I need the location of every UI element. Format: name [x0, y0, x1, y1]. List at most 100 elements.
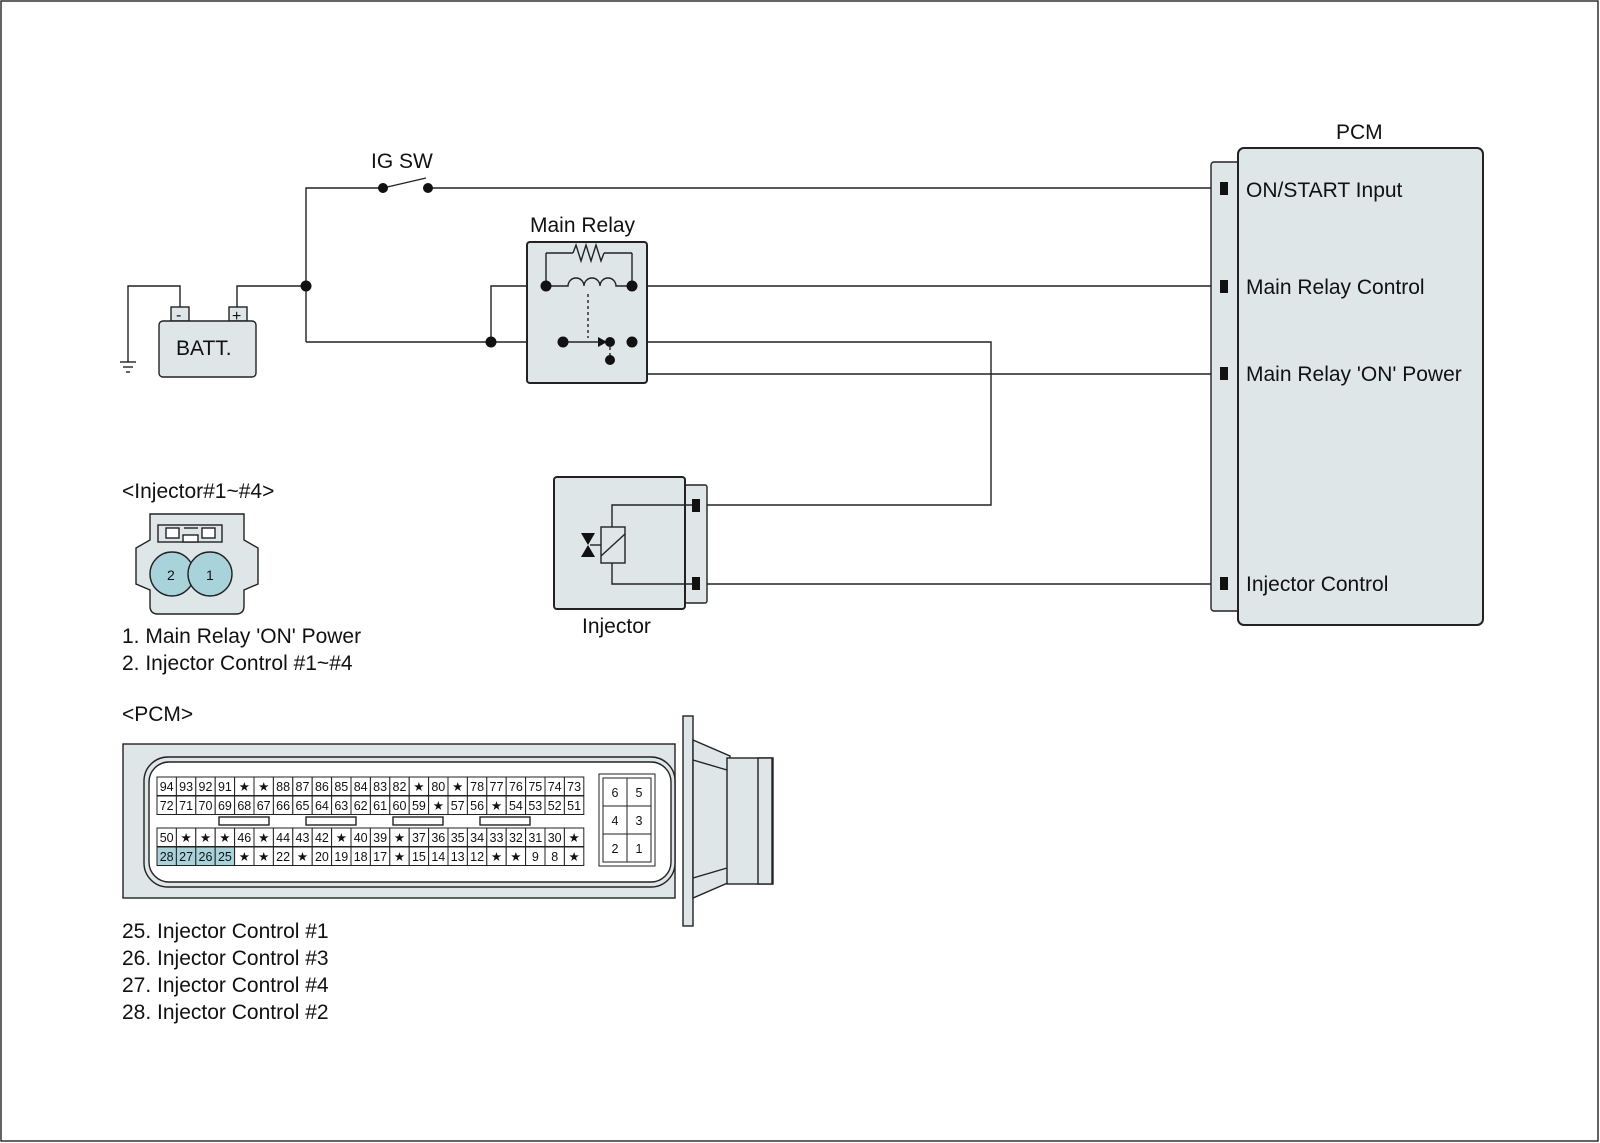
injector-pin-2-label: 2: [167, 567, 175, 583]
pcm-pin-label: 46: [237, 831, 251, 845]
pcm-pin-label: 75: [528, 780, 542, 794]
injector-connector-title: <Injector#1~#4>: [122, 480, 274, 503]
injector-pin-1-label: 1: [206, 567, 214, 583]
pcm-pin-label: ★: [239, 780, 250, 794]
pcm-module: PCM ON/START Input Main Relay Control Ma…: [1210, 121, 1484, 626]
pcm-pin-label: ★: [433, 799, 444, 813]
pcm-pin-label: ★: [336, 831, 347, 845]
pcm-legend-27: 27. Injector Control #4: [122, 974, 329, 997]
pcm-terminal-on-start-input: ON/START Input: [1246, 179, 1403, 202]
pcm-pin-label: ★: [510, 850, 521, 864]
pcm-pin-label: ★: [258, 850, 269, 864]
pcm-pin-label: 86: [315, 780, 329, 794]
pcm-pin-label: 54: [509, 799, 523, 813]
pcm-pin-label: 35: [451, 831, 465, 845]
main-relay-label: Main Relay: [530, 214, 636, 237]
injector-label: Injector: [582, 615, 651, 638]
pcm-pin-label: 18: [354, 850, 368, 864]
injector-legend-1: 1. Main Relay 'ON' Power: [122, 625, 361, 648]
pcm-aux-pin-cell: [626, 777, 652, 807]
pcm-pin-label: 63: [334, 799, 348, 813]
pcm-legend-25: 25. Injector Control #1: [122, 920, 329, 943]
injector-pin-1: [187, 551, 233, 597]
pcm-pin-label: 82: [393, 780, 407, 794]
ig-switch-label: IG SW: [371, 150, 433, 173]
pcm-pin-label: 85: [334, 780, 348, 794]
pcm-pin-label: 20: [315, 850, 329, 864]
pcm-pin-label: ★: [568, 850, 579, 864]
pcm-pin-label: 36: [431, 831, 445, 845]
pcm-pin-label: 77: [490, 780, 504, 794]
main-relay: Main Relay: [526, 214, 648, 384]
pcm-pin-label: 72: [160, 799, 174, 813]
pcm-aux-pin-label: 2: [612, 842, 619, 856]
pcm-pin-label: 26: [199, 850, 213, 864]
pcm-pin-label: 93: [179, 780, 193, 794]
pcm-pin-label: ★: [452, 780, 463, 794]
pcm-pin-label: ★: [239, 850, 250, 864]
pcm-pin-label: 19: [334, 850, 348, 864]
pcm-pin-label: 53: [528, 799, 542, 813]
pcm-pin-label: ★: [394, 850, 405, 864]
pcm-pin-cell: [563, 795, 585, 815]
pcm-pin-label: 67: [257, 799, 271, 813]
battery: - + BATT.: [158, 306, 257, 378]
pcm-pin-label: 9: [532, 850, 539, 864]
pcm-pin-label: 8: [551, 850, 558, 864]
pcm-pin-label: 51: [567, 799, 581, 813]
pcm-aux-pin-label: 6: [612, 786, 619, 800]
pcm-pin-label: 34: [470, 831, 484, 845]
pcm-aux-pin-cell: [602, 833, 628, 863]
pcm-pin-label: 52: [548, 799, 562, 813]
pcm-pin-label: 22: [276, 850, 290, 864]
pcm-aux-pin-cell: [602, 777, 628, 807]
pcm-pin-label: ★: [180, 831, 191, 845]
pcm-pin-label: 43: [296, 831, 310, 845]
pcm-pin-label: 32: [509, 831, 523, 845]
pcm-pin-cell: [563, 846, 585, 866]
pcm-pin-label: 44: [276, 831, 290, 845]
pcm-pin-label: ★: [413, 780, 424, 794]
pcm-pin-label: 33: [490, 831, 504, 845]
pcm-pin-label: 73: [567, 780, 581, 794]
pcm-pin-label: ★: [568, 831, 579, 845]
pcm-connector-title: <PCM>: [122, 703, 193, 726]
pcm-pin-label: 28: [160, 850, 174, 864]
pcm-pin-label: 84: [354, 780, 368, 794]
pcm-pin-label: 71: [179, 799, 193, 813]
pcm-pin-label: ★: [394, 831, 405, 845]
pcm-pin-label: ★: [200, 831, 211, 845]
pcm-pin-label: ★: [258, 831, 269, 845]
pcm-pin-label: 87: [296, 780, 310, 794]
injector-connector-view: <Injector#1~#4> 2 1 1. Main Relay 'ON' P…: [122, 480, 361, 675]
pcm-pin-label: 70: [199, 799, 213, 813]
injector: Injector: [553, 476, 708, 638]
pcm-pin-label: ★: [491, 799, 502, 813]
pcm-pin-label: 15: [412, 850, 426, 864]
pcm-pin-label: 74: [548, 780, 562, 794]
pcm-pin-label: 39: [373, 831, 387, 845]
pcm-pin-label: 12: [470, 850, 484, 864]
pcm-pin-label: 69: [218, 799, 232, 813]
pcm-pin-label: 13: [451, 850, 465, 864]
pcm-pin-label: 80: [431, 780, 445, 794]
injector-legend-2: 2. Injector Control #1~#4: [122, 652, 353, 675]
pcm-legend-26: 26. Injector Control #3: [122, 947, 329, 970]
pcm-pin-label: 59: [412, 799, 426, 813]
pcm-pin-label: 68: [237, 799, 251, 813]
pcm-pin-label: 25: [218, 850, 232, 864]
battery-label: BATT.: [176, 337, 232, 360]
pcm-pin-label: 37: [412, 831, 426, 845]
pcm-aux-pin-label: 3: [636, 814, 643, 828]
pcm-pin-label: 91: [218, 780, 232, 794]
pcm-pin-label: 66: [276, 799, 290, 813]
pcm-pin-label: ★: [491, 850, 502, 864]
pcm-pin-label: 88: [276, 780, 290, 794]
pcm-aux-pin-cell: [626, 805, 652, 835]
pcm-pin-label: 78: [470, 780, 484, 794]
relay-coil: [546, 277, 632, 287]
pcm-pin-label: 31: [528, 831, 542, 845]
